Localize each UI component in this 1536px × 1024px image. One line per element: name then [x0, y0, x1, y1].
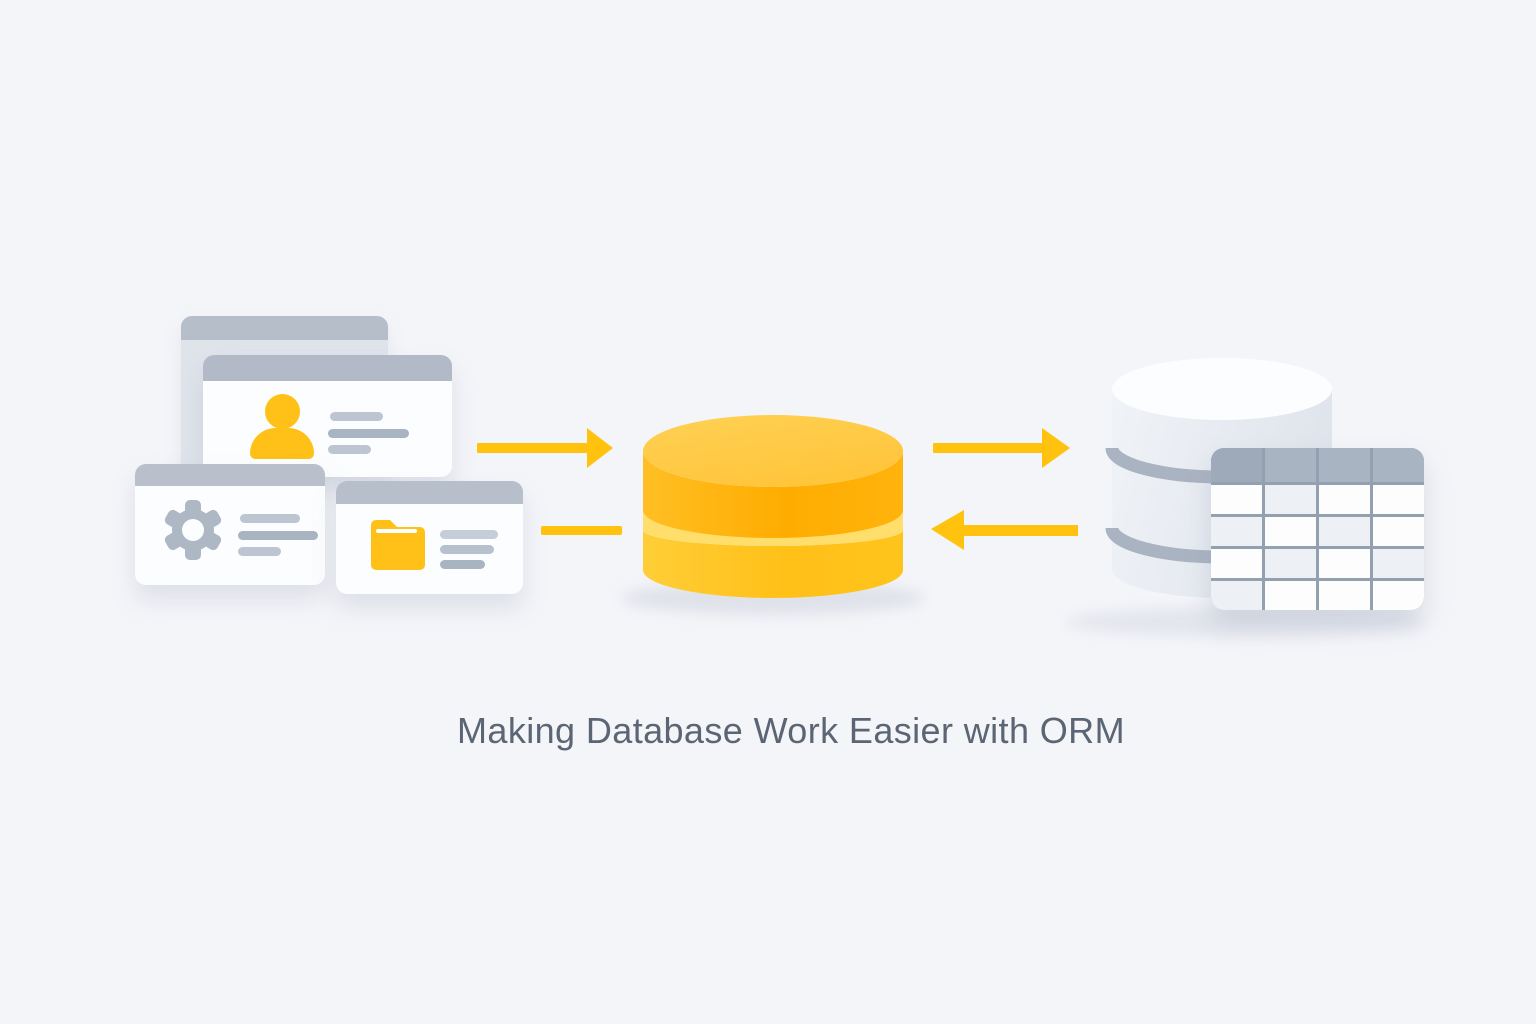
text-line: [240, 514, 300, 523]
table-cell: [1319, 517, 1370, 546]
user-icon-shoulders: [250, 428, 314, 459]
table-cell: [1211, 485, 1262, 514]
folder-icon: [371, 520, 425, 570]
arrow-right-icon-objects-to-orm: [477, 428, 613, 468]
table-header-cell: [1319, 448, 1370, 482]
orm-disc-bottom: [643, 530, 903, 598]
arrow-left-icon-database-to-orm: [931, 510, 1078, 550]
object-card-files: [336, 481, 523, 594]
object-card-user: [203, 355, 452, 477]
table-cell: [1265, 485, 1316, 514]
table-cell: [1265, 581, 1316, 610]
database-top-face: [1112, 358, 1332, 420]
text-line: [238, 547, 281, 556]
card-titlebar: [135, 464, 325, 486]
user-icon-head: [265, 394, 300, 429]
arrow-right-icon-orm-to-database: [933, 428, 1070, 468]
table-cell: [1265, 517, 1316, 546]
table-cell: [1319, 485, 1370, 514]
object-card-settings: [135, 464, 325, 585]
text-line: [440, 545, 494, 554]
table-header-cell: [1373, 448, 1424, 482]
orm-disc-top-face: [643, 415, 903, 487]
table-icon: [1211, 448, 1424, 610]
table-cell: [1373, 485, 1424, 514]
table-cell: [1319, 581, 1370, 610]
table-header-cell: [1265, 448, 1316, 482]
table-cell: [1211, 517, 1262, 546]
orm-disc-top-wall: [643, 451, 903, 538]
table-header-cell: [1211, 448, 1262, 482]
text-line: [330, 412, 383, 421]
text-line: [440, 560, 485, 569]
text-line: [328, 429, 409, 438]
table-cell: [1373, 549, 1424, 578]
gear-icon: [164, 500, 222, 560]
table-cell: [1373, 517, 1424, 546]
text-line: [328, 445, 371, 454]
table-cell: [1211, 549, 1262, 578]
arrows: [477, 428, 1078, 550]
orm-database-icon: [643, 415, 903, 598]
card-titlebar: [203, 355, 452, 381]
caption-title: Making Database Work Easier with ORM: [457, 710, 1125, 751]
table-cell: [1265, 549, 1316, 578]
table-cell: [1373, 581, 1424, 610]
text-line: [440, 530, 498, 539]
table-cell: [1211, 581, 1262, 610]
card-titlebar: [181, 316, 388, 340]
arrow-bar-orm-to-objects: [541, 526, 622, 535]
database-shadow: [1065, 607, 1425, 637]
orm-disc-rim: [643, 508, 903, 546]
card-titlebar: [336, 481, 523, 504]
text-line: [238, 531, 318, 540]
table-cell: [1319, 549, 1370, 578]
